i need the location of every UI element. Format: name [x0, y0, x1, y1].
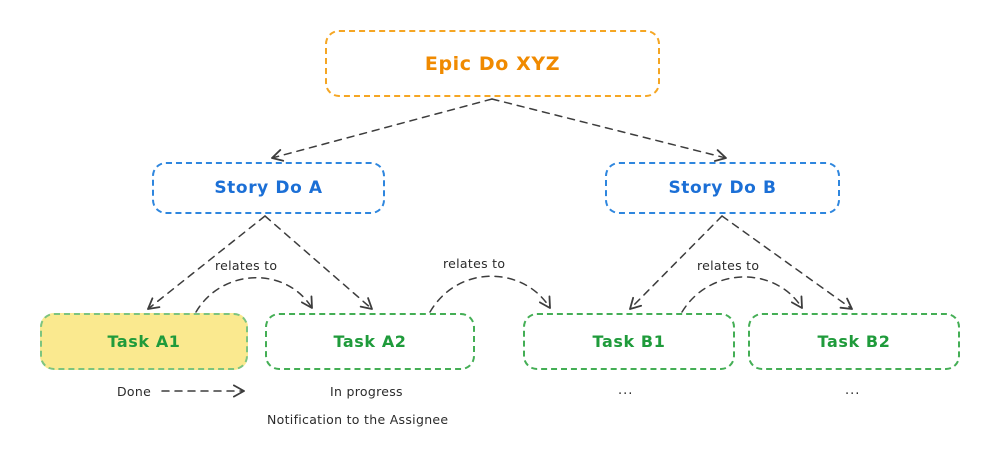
status-label-task-b1: ... — [618, 383, 634, 398]
node-epic-label: Epic Do XYZ — [424, 52, 561, 75]
node-task-a1[interactable]: Task A1 — [40, 313, 248, 370]
edge-relates-to-a2-b1 — [429, 275, 551, 313]
node-task-b2[interactable]: Task B2 — [748, 313, 960, 370]
edge-story-b-to-task-b2 — [721, 215, 853, 310]
edge-label-relates-to-a: relates to — [215, 258, 278, 273]
node-story-a[interactable]: Story Do A — [152, 162, 385, 214]
node-task-a2-label: Task A2 — [333, 332, 407, 351]
status-label-task-b2: ... — [845, 383, 861, 398]
node-task-b1[interactable]: Task B1 — [523, 313, 735, 370]
node-epic[interactable]: Epic Do XYZ — [325, 30, 660, 97]
edge-relates-to-b1-b2 — [681, 276, 803, 313]
node-task-b2-label: Task B2 — [817, 332, 891, 351]
edge-story-a-to-task-a2 — [264, 215, 373, 310]
node-story-b[interactable]: Story Do B — [605, 162, 840, 214]
node-story-b-label: Story Do B — [668, 178, 777, 198]
edge-relates-to-a1-a2 — [195, 277, 313, 313]
edge-epic-to-story-b — [491, 98, 727, 162]
node-task-b1-label: Task B1 — [592, 332, 666, 351]
edge-epic-to-story-a — [271, 98, 493, 162]
status-label-done: Done — [117, 384, 152, 399]
status-label-notification: Notification to the Assignee — [267, 412, 449, 427]
node-story-a-label: Story Do A — [214, 178, 323, 198]
node-task-a1-label: Task A1 — [107, 332, 181, 351]
status-label-in-progress: In progress — [330, 384, 403, 399]
edge-story-a-to-task-a1 — [147, 215, 266, 310]
node-task-a2[interactable]: Task A2 — [265, 313, 475, 370]
edge-story-b-to-task-b1 — [629, 215, 723, 310]
edge-label-relates-to-b: relates to — [697, 258, 760, 273]
edge-label-relates-to-mid: relates to — [443, 256, 506, 271]
